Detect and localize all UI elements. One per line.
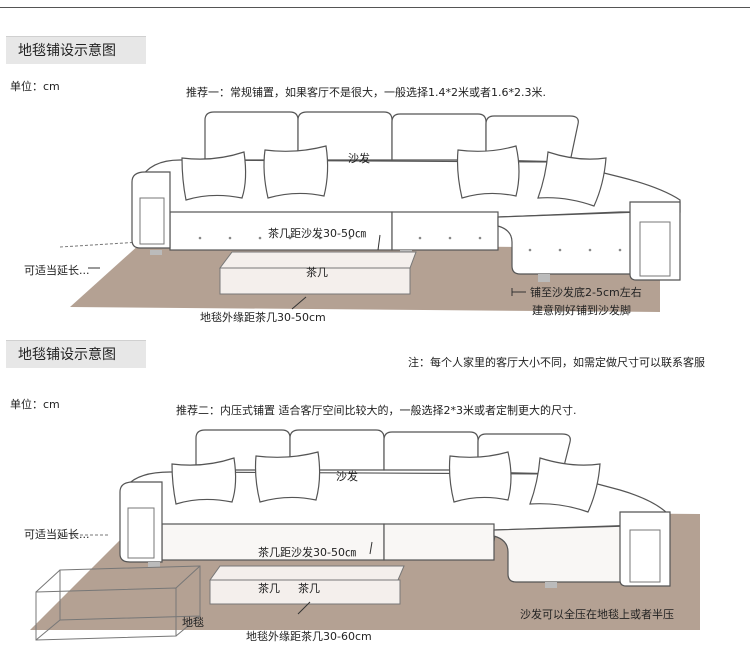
panel-1-sofa-illustration <box>59 111 681 312</box>
panel-2-coffee-table-label-2: 茶几 <box>298 582 320 595</box>
panel-1-heading: 地毯铺设示意图 <box>6 36 146 64</box>
pillow-1 <box>171 457 237 505</box>
panel-1-suggestion-label: 建意刚好铺到沙发脚 <box>532 304 631 317</box>
panel-2-sofa-label: 沙发 <box>336 470 358 483</box>
panel-2-extend-label: 可适当延长... <box>24 528 90 541</box>
panel-2-heading: 地毯铺设示意图 <box>6 340 146 368</box>
panel-1-coffee-table-label: 茶几 <box>306 266 328 279</box>
diagram-panel-2: 地毯铺设示意图 注：每个人家里的客厅大小不同，如需定做尺寸可以联系客服 单位：c… <box>0 330 750 650</box>
sofa-back-cushion-center-right <box>391 113 487 161</box>
panel-2-rug-margin-label: 地毯外缘距茶几30-60cm <box>246 630 372 643</box>
panel-1-recommendation: 推荐一：常规铺置，如果客厅不是很大，一般选择1.4*2米或者1.6*2.3米. <box>186 86 546 99</box>
panel-2-unit: 单位：cm <box>10 398 60 411</box>
pillow-2 <box>263 145 329 199</box>
panel-2-coffee-table-label-1: 茶几 <box>258 582 280 595</box>
panel-2-sofa-illustration <box>30 429 700 641</box>
diagram-panel-1: 地毯铺设示意图 单位：cm 推荐一：常规铺置，如果客厅不是很大，一般选择1.4*… <box>0 12 750 332</box>
panel-2-coffee-table-gap-label: 茶几距沙发30-50㎝ <box>258 546 356 559</box>
coffee-table-body <box>219 267 411 295</box>
panel-2-full-press-label: 沙发可以全压在地毯上或者半压 <box>520 608 674 621</box>
pillow-1 <box>181 151 247 201</box>
sofa-seat-front-left <box>169 211 393 251</box>
panel-2-recommendation: 推荐二：内压式铺置 适合客厅空间比较大的，一般选择2*3米或者定制更大的尺寸. <box>176 404 577 417</box>
sofa-seat-front-right <box>383 523 495 561</box>
sofa-chaise <box>497 211 641 275</box>
pillow-4 <box>529 457 601 513</box>
pillow-3 <box>456 145 520 199</box>
sofa-seat-front-right <box>391 211 499 251</box>
extension-wire-box <box>35 565 201 641</box>
pillow-4 <box>537 151 607 207</box>
coffee-table-top <box>209 565 405 581</box>
panel-1-unit: 单位：cm <box>10 80 60 93</box>
pillow-3 <box>448 451 512 503</box>
pillow-2 <box>254 451 321 503</box>
panel-1-rug-margin-label: 地毯外缘距茶几30-50cm <box>200 311 326 324</box>
panel-1-under-sofa-label: 铺至沙发底2-5cm左右 <box>530 286 642 299</box>
panel-1-sofa-label: 沙发 <box>348 152 370 165</box>
top-divider <box>0 7 750 8</box>
panel-2-note: 注：每个人家里的客厅大小不同，如需定做尺寸可以联系客服 <box>408 356 705 369</box>
sofa-chaise <box>493 525 629 583</box>
coffee-table-body <box>209 579 401 605</box>
panel-1-coffee-table-gap-label: 茶几距沙发30-50㎝ <box>268 227 366 240</box>
panel-1-extend-label: 可适当延长... <box>24 264 90 277</box>
panel-2-rug-label: 地毯 <box>182 616 204 629</box>
